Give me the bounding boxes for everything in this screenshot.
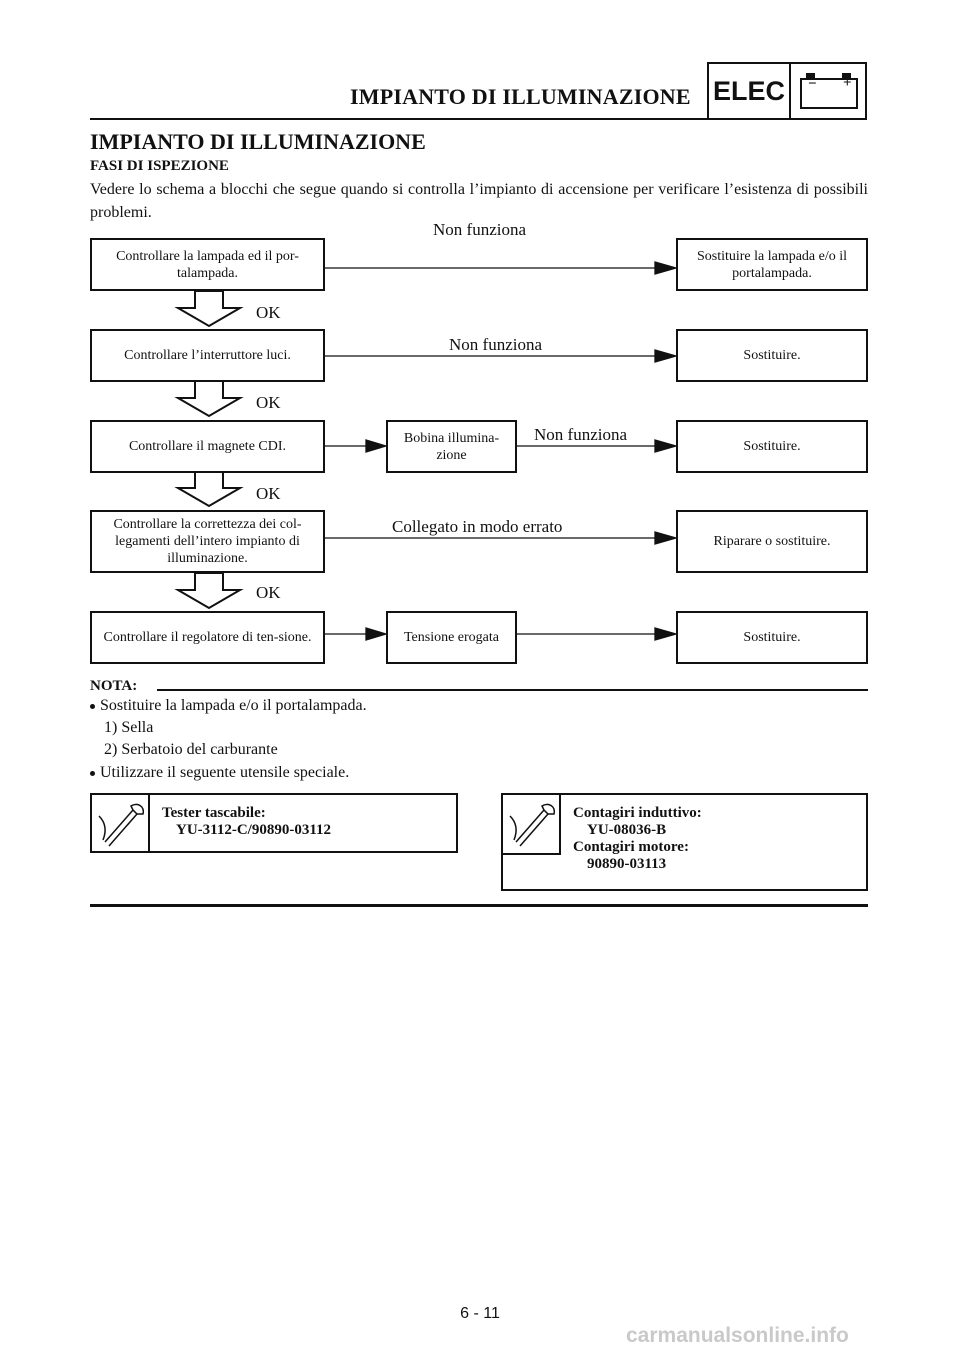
ok-label-4: OK [256,583,281,602]
battery-minus: − [808,76,817,92]
nota-item-2-text: Utilizzare il seguente utensile speciale… [100,764,350,781]
tool-2-name-2: Contagiri motore: [573,839,689,855]
step1-box: Controllare la lampada ed il por-talampa… [90,238,325,291]
nota-sub-2: 2) Serbatoio del carburante [104,741,278,758]
nota-rule [157,689,868,691]
step3-box: Controllare il magnete CDI. [90,420,325,473]
tool-2-text: Contagiri induttivo: YU-08036-B Contagir… [573,805,702,873]
header-rule [90,118,707,120]
flowchart-connectors [174,261,679,641]
nota-item-1: Sostituire la lampada e/o il portalampad… [90,697,367,715]
ok-label-3: OK [256,484,281,503]
tool-2-code-1: YU-08036-B [587,822,667,838]
ok-label-1: OK [256,303,281,322]
step1-action-box: Sostituire la lampada e/o il portalampad… [676,238,868,291]
header-title: IMPIANTO DI ILLUMINAZIONE [350,84,691,109]
step2-action-box: Sostituire. [676,329,868,382]
nota-item-2: Utilizzare il seguente utensile speciale… [90,764,349,782]
tool-box-1: Tester tascabile: YU-3112-C/90890-03112 [90,793,458,853]
battery-plus: + [843,75,852,91]
battery-icon [800,73,858,109]
tool-2-code-2: 90890-03113 [587,856,667,872]
step2-fail-label: Non funziona [449,335,543,354]
step3-mid-box: Bobina illumina-zione [386,420,517,473]
tool-icon-cell [92,795,150,851]
bullet-icon [90,703,95,709]
elec-label: ELEC [713,76,786,106]
intro-paragraph: Vedere lo schema a blocchi che segue qua… [90,181,868,221]
elec-divider [789,62,791,120]
wrench-icon [98,803,145,847]
step5-action-box: Sostituire. [676,611,868,664]
nota-sub-1: 1) Sella [104,719,154,736]
section-subtitle: FASI DI ISPEZIONE [90,158,229,174]
step2-box: Controllare l’interruttore luci. [90,329,325,382]
step3-action-box: Sostituire. [676,420,868,473]
ok-label-2: OK [256,393,281,412]
tool-icon-cell [503,795,561,855]
tool-2-name-1: Contagiri induttivo: [573,805,702,821]
step1-fail-label: Non funziona [433,220,527,239]
step3-fail-label: Non funziona [534,425,628,444]
section-title: IMPIANTO DI ILLUMINAZIONE [90,129,426,154]
tool-1-code: YU-3112-C/90890-03112 [176,822,331,838]
step4-fail-label: Collegato in modo errato [392,517,563,536]
step4-box: Controllare la correttezza dei col-legam… [90,510,325,573]
page-number: 6 - 11 [460,1305,500,1322]
bullet-icon [90,770,95,776]
nota-label: NOTA: [90,678,138,694]
wrench-icon [509,803,556,847]
section-end-rule [90,904,868,907]
tool-box-2: Contagiri induttivo: YU-08036-B Contagir… [501,793,868,891]
elec-badge [707,62,867,120]
watermark: carmanualsonline.info [626,1324,849,1347]
tool-1-name: Tester tascabile: [162,805,266,821]
step5-mid-box: Tensione erogata [386,611,517,664]
step4-action-box: Riparare o sostituire. [676,510,868,573]
tool-1-text: Tester tascabile: YU-3112-C/90890-03112 [162,805,331,839]
nota-item-1-text: Sostituire la lampada e/o il portalampad… [100,697,367,714]
step5-box: Controllare il regolatore di ten-sione. [90,611,325,664]
